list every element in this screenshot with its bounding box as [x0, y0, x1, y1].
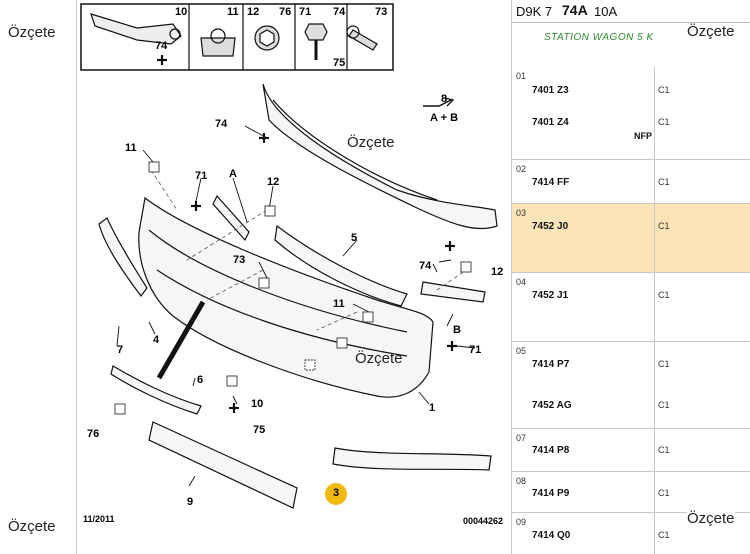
- callout-label: 11: [333, 298, 345, 310]
- part-cc: C1: [658, 530, 670, 540]
- part-code[interactable]: 7401 Z3: [532, 85, 569, 96]
- callout-label: 10: [251, 398, 264, 410]
- part-code[interactable]: 7414 P9: [532, 488, 570, 499]
- callout-label: 6: [197, 374, 204, 386]
- header-suffix: 10A: [594, 4, 618, 19]
- header-prefix: D9K 7: [516, 4, 553, 19]
- part-cc: C1: [658, 445, 670, 455]
- part-cc: C1: [658, 359, 670, 369]
- row-number: 05: [516, 346, 527, 356]
- watermark-diagram-top: Özçete: [347, 134, 395, 151]
- row-number: 01: [516, 71, 527, 81]
- callout-label: 74: [215, 118, 228, 130]
- watermark-bottom-left: Özçete: [8, 518, 56, 535]
- detail-label: 12: [247, 6, 260, 18]
- callout-label: A: [229, 168, 237, 180]
- part-cc: C1: [658, 117, 670, 127]
- detail-label: 75: [333, 57, 346, 69]
- detail-label: 10: [175, 6, 188, 18]
- part-row[interactable]: 08 7414 P9 C1: [512, 472, 750, 513]
- callout-label: 11: [125, 142, 137, 154]
- part-cc: C1: [658, 400, 670, 410]
- detail-label: 74: [333, 6, 346, 18]
- detail-label: 11: [227, 6, 239, 18]
- diagram-date-code: 11/2011: [83, 514, 115, 524]
- view-ref-sub: A + B: [430, 112, 459, 124]
- part-row-selected[interactable]: 03 7452 J0 C1: [512, 204, 750, 273]
- detail-label: 76: [279, 6, 292, 18]
- callout-label: 75: [253, 424, 266, 436]
- part-row[interactable]: 04 7452 J1 C1: [512, 273, 750, 342]
- watermark-diagram-mid: Özçete: [355, 350, 403, 367]
- watermark-top-left: Özçete: [8, 24, 56, 41]
- diagram-ref-code: 00044262: [463, 516, 504, 526]
- callout-label-3: 3: [333, 487, 340, 499]
- row-number: 03: [516, 208, 527, 218]
- callout-label: 76: [87, 428, 100, 440]
- panel-divider: [511, 0, 512, 554]
- callout-label: 12: [491, 266, 504, 278]
- part-code[interactable]: 7452 AG: [532, 400, 572, 411]
- exploded-diagram-panel: 10 11 12 76 71 74 73 75 74 8 A + B 74 11…: [76, 0, 513, 554]
- callout-label: 7: [117, 344, 124, 356]
- part-row[interactable]: 05 7414 P7 C1 7452 AG C1: [512, 342, 750, 429]
- part-cc: C1: [658, 221, 670, 231]
- parts-list-panel[interactable]: D9K 7 74A 10A STATION WAGON 5 K 01 7401 …: [512, 0, 750, 554]
- part-code[interactable]: 7401 Z4: [532, 117, 569, 128]
- part-cc: C1: [658, 290, 670, 300]
- part-row[interactable]: 07 7414 P8 C1: [512, 429, 750, 472]
- row-number: 02: [516, 164, 527, 174]
- part-cc: C1: [658, 177, 670, 187]
- watermark-top-right: Özçete: [687, 23, 735, 40]
- callout-label: 71: [195, 170, 208, 182]
- part-code[interactable]: 7414 FF: [532, 177, 570, 188]
- row-number: 07: [516, 433, 527, 443]
- part-row[interactable]: 02 7414 FF C1: [512, 160, 750, 204]
- callout-label: 71: [469, 344, 482, 356]
- view-ref-number: 8: [441, 93, 448, 105]
- detail-label-74-bracket: 74: [155, 40, 168, 52]
- callout-label: 74: [419, 260, 432, 272]
- callout-label: 9: [187, 496, 194, 508]
- callout-circle-3: [325, 483, 347, 505]
- row-number: 08: [516, 476, 527, 486]
- part-row[interactable]: 01 7401 Z3 C1 7401 Z4 C1 NFP: [512, 67, 750, 160]
- detail-label: 73: [375, 6, 388, 18]
- part-code[interactable]: 7414 Q0: [532, 530, 571, 541]
- callout-label: 12: [267, 176, 280, 188]
- row-number: 09: [516, 517, 527, 527]
- detail-label: 71: [299, 6, 312, 18]
- part-cc: C1: [658, 85, 670, 95]
- part-code[interactable]: 7452 J1: [532, 290, 569, 301]
- model-name: STATION WAGON 5 K: [544, 32, 654, 43]
- callout-label: 1: [429, 402, 436, 414]
- watermark-bottom-right: Özçete: [687, 510, 735, 527]
- bumper-exploded-diagram: [80, 3, 498, 509]
- part-code[interactable]: 7414 P7: [532, 359, 570, 370]
- part-code[interactable]: 7452 J0: [532, 221, 569, 232]
- callout-label: 73: [233, 254, 246, 266]
- row-number: 04: [516, 277, 527, 287]
- part-extra: NFP: [634, 131, 652, 141]
- callout-label: 4: [153, 334, 160, 346]
- part-code[interactable]: 7414 P8: [532, 445, 570, 456]
- parts-header: D9K 7 74A 10A: [512, 0, 750, 22]
- callout-label: B: [453, 324, 461, 336]
- part-cc: C1: [658, 488, 670, 498]
- header-group: 74A: [562, 2, 588, 18]
- callout-label: 5: [351, 232, 358, 244]
